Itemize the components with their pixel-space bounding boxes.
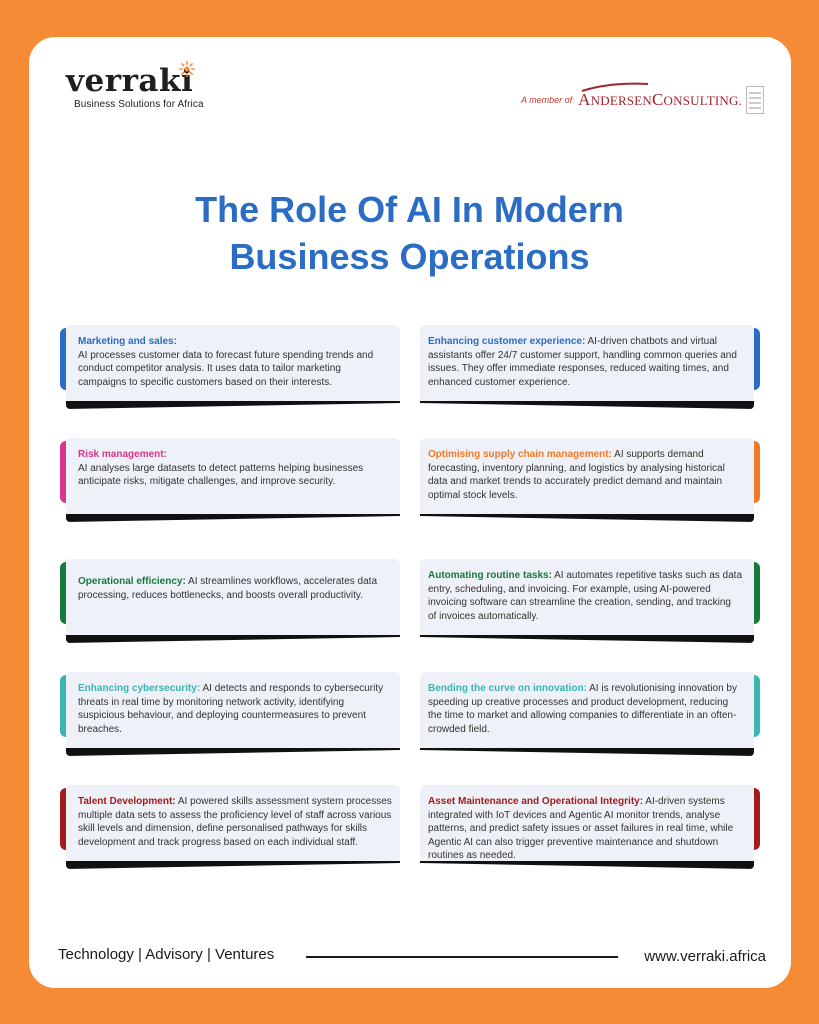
card-customer-experience: Enhancing customer experience: AI-driven… xyxy=(420,325,760,409)
card-description: AI detects and responds to cybersecurity… xyxy=(78,683,384,735)
footer-services: Technology | Advisory | Ventures xyxy=(58,946,275,963)
member-label: A member of xyxy=(520,95,573,105)
card-text: Enhancing cybersecurity: AI detects and … xyxy=(78,682,392,736)
card-text: Risk management: AI analyses large datase… xyxy=(78,448,392,489)
card-shadow-bar xyxy=(420,861,754,869)
card-heading: Marketing and sales: xyxy=(78,336,177,347)
card-text: Bending the curve on innovation: AI is r… xyxy=(428,682,742,736)
card-text: Asset Maintenance and Operational Integr… xyxy=(428,795,742,863)
card-heading: Asset Maintenance and Operational Integr… xyxy=(428,796,644,807)
card-text: Marketing and sales: AI processes custome… xyxy=(78,335,392,389)
card-description: AI processes customer data to forecast f… xyxy=(78,349,374,388)
card-body xyxy=(66,785,400,863)
footer-divider xyxy=(306,956,618,958)
card-shadow-bar xyxy=(66,635,400,643)
card-shadow-bar xyxy=(420,635,754,643)
verraki-logo[interactable]: verraki Business Solutions for Africa xyxy=(66,61,204,110)
card-heading: Automating routine tasks: xyxy=(428,570,552,581)
card-text: Automating routine tasks: AI automates r… xyxy=(428,569,742,623)
footer-website-link[interactable]: www.verraki.africa xyxy=(644,948,766,965)
card-description: AI-driven chatbots and virtual assistant… xyxy=(428,336,737,388)
card-heading: Enhancing cybersecurity: xyxy=(78,683,201,694)
card-heading: Bending the curve on innovation: xyxy=(428,683,587,694)
card-body xyxy=(66,672,400,750)
card-shadow-bar xyxy=(66,401,400,409)
card-description: AI powered skills assessment system proc… xyxy=(78,796,392,848)
card-shadow-bar xyxy=(420,514,754,522)
card-description: AI streamlines workflows, accelerates da… xyxy=(78,576,378,601)
card-risk-management: Risk management: AI analyses large datase… xyxy=(60,438,400,522)
andersen-rest: NDERSEN xyxy=(590,93,652,108)
card-text: Optimising supply chain management: AI s… xyxy=(428,448,742,502)
card-talent-development: Talent Development: AI powered skills as… xyxy=(60,785,400,869)
card-shadow-bar xyxy=(66,514,400,522)
card-body xyxy=(420,559,754,637)
card-description: AI analyses large datasets to detect pat… xyxy=(78,462,364,488)
card-heading: Operational efficiency: xyxy=(78,576,186,587)
card-shadow-bar xyxy=(66,748,400,756)
card-body xyxy=(420,672,754,750)
consulting-rest: ONSULTING. xyxy=(663,93,742,108)
logo-tagline: Business Solutions for Africa xyxy=(74,99,204,110)
card-marketing-sales: Marketing and sales: AI processes custome… xyxy=(60,325,400,409)
card-description: AI-driven systems integrated with IoT de… xyxy=(428,796,734,861)
title-line-1: The Role Of AI In Modern xyxy=(195,189,624,230)
sun-icon xyxy=(179,61,195,77)
card-body xyxy=(420,785,754,863)
card-shadow-bar xyxy=(420,401,754,409)
consulting-initial: C xyxy=(652,90,664,109)
card-automating-tasks: Automating routine tasks: AI automates r… xyxy=(420,559,760,643)
card-operational-efficiency: Operational efficiency: AI streamlines w… xyxy=(60,559,400,643)
card-body xyxy=(420,325,754,403)
card-body xyxy=(66,438,400,516)
card-body xyxy=(420,438,754,516)
card-heading: Enhancing customer experience: xyxy=(428,336,586,347)
title-line-2: Business Operations xyxy=(229,236,590,277)
card-text: Operational efficiency: AI streamlines w… xyxy=(78,575,392,602)
card-heading: Risk management: xyxy=(78,449,167,460)
card-supply-chain: Optimising supply chain management: AI s… xyxy=(420,438,760,522)
andersen-member-mark: A member of ANDERSENCONSULTING. xyxy=(520,82,764,114)
logo-wordmark: verraki xyxy=(66,63,194,99)
andersen-consulting-logo: ANDERSENCONSULTING. xyxy=(578,82,742,110)
card-description: AI automates repetitive tasks such as da… xyxy=(428,570,743,622)
building-icon xyxy=(746,86,764,114)
card-heading: Optimising supply chain management: xyxy=(428,449,612,460)
card-body xyxy=(66,325,400,403)
swoosh-icon xyxy=(581,82,649,92)
card-description: AI supports demand forecasting, inventor… xyxy=(428,449,725,501)
page-title: The Role Of AI In Modern Business Operat… xyxy=(0,186,819,280)
card-cybersecurity: Enhancing cybersecurity: AI detects and … xyxy=(60,672,400,756)
card-text: Enhancing customer experience: AI-driven… xyxy=(428,335,742,389)
card-heading: Talent Development: xyxy=(78,796,176,807)
andersen-initial: A xyxy=(578,90,591,109)
card-shadow-bar xyxy=(66,861,400,869)
card-shadow-bar xyxy=(420,748,754,756)
card-asset-maintenance: Asset Maintenance and Operational Integr… xyxy=(420,785,760,869)
card-text: Talent Development: AI powered skills as… xyxy=(78,795,392,849)
card-body xyxy=(66,559,400,637)
card-description: AI is revolutionising innovation by spee… xyxy=(428,683,737,735)
card-innovation: Bending the curve on innovation: AI is r… xyxy=(420,672,760,756)
